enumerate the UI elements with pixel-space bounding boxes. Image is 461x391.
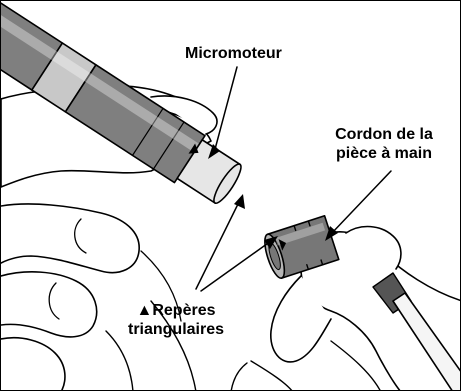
triangle-marks-label-word1: Repères bbox=[152, 302, 215, 319]
cord-leader bbox=[331, 171, 391, 234]
left-index-finger bbox=[1, 204, 139, 273]
triangle-leader-to-motor-arrowhead bbox=[234, 194, 245, 209]
handpiece-cord-label-line2: pièce à main bbox=[313, 144, 455, 163]
micromotor-leader bbox=[214, 67, 237, 153]
micromotor-label: Micromoteur bbox=[185, 44, 282, 63]
triangle-leader-to-coupler bbox=[201, 241, 271, 291]
handpiece-cord-label: Cordon de la pièce à main bbox=[313, 125, 455, 163]
triangle-marks-label-line2: triangulaires bbox=[105, 320, 247, 339]
left-middle-finger bbox=[1, 272, 97, 337]
triangle-symbol: ▲ bbox=[137, 302, 153, 319]
right-lower-crease bbox=[251, 361, 293, 391]
right-finger-crease bbox=[331, 341, 381, 391]
triangle-leader-to-motor bbox=[196, 202, 239, 289]
triangle-marks-label: ▲Repères triangulaires bbox=[105, 301, 247, 339]
handpiece-cord-label-line1: Cordon de la bbox=[313, 125, 455, 144]
left-ring-finger bbox=[1, 338, 65, 391]
right-wrist-line bbox=[231, 363, 247, 391]
triangle-marks-label-line1: ▲Repères bbox=[105, 301, 247, 320]
left-lower-crease bbox=[106, 331, 133, 391]
